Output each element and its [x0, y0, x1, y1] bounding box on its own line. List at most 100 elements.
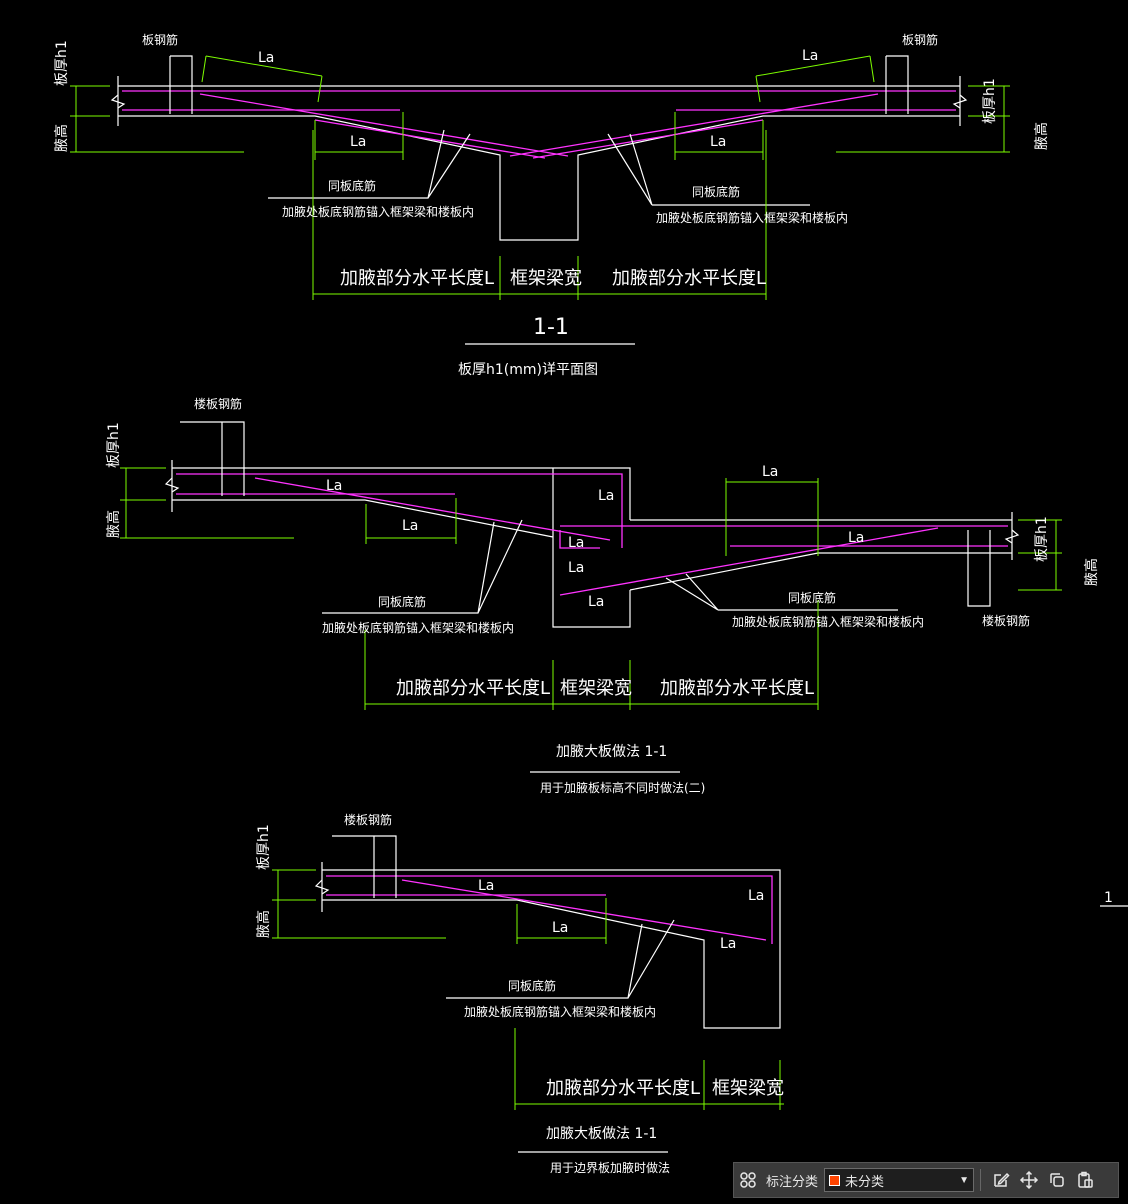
section-2-diagonal-left: [254, 477, 611, 541]
section-3-hook: [332, 835, 397, 898]
section-2-yegao-left: 腋高: [105, 510, 122, 538]
section-2-la-beam-1: La: [598, 488, 614, 504]
section-2-concrete-right: [629, 512, 1013, 591]
section-2-jiaye-right: 加腋部分水平长度L: [660, 678, 814, 699]
section-1-tong-bandijin-right: 同板底筋: [692, 184, 740, 199]
section-3-liangkuan: 框架梁宽: [712, 1078, 784, 1099]
section-1-la-dim-top-right: [755, 55, 875, 103]
section-2-break-right: [1004, 529, 1020, 544]
section-2-concrete-left: [171, 460, 631, 628]
section-2-height-dim-right: [1018, 519, 1062, 591]
section-1: 板钢筋 板钢筋 La La La La 板厚h1 腋高 板厚h1 腋高 同板底筋…: [53, 32, 1050, 378]
section-2-leader-right: [665, 573, 898, 611]
section-2: 楼板钢筋 楼板钢筋 La La La La La La La La 板厚h1 腋…: [105, 396, 1100, 795]
section-2-la-dim-left: [365, 498, 457, 544]
section-2-label-louban-gangjin-left: 楼板钢筋: [194, 396, 242, 411]
section-3-top-rebar: [326, 875, 773, 944]
section-2-jiaye-left: 加腋部分水平长度L: [396, 678, 550, 699]
section-3-diagonal-rebar: [401, 879, 767, 941]
section-3-concrete: [321, 862, 781, 1029]
section-3-subtitle: 用于边界板加腋时做法: [550, 1160, 670, 1175]
section-1-subtitle: 板厚h1(mm)详平面图: [458, 362, 598, 378]
section-3-la-dim: [516, 898, 607, 944]
section-3-break-left: [314, 879, 330, 895]
section-1-haunch-rebar-right: [532, 119, 764, 159]
edge-mark-label: 1: [1104, 890, 1113, 906]
move-icon[interactable]: [1015, 1166, 1043, 1194]
section-3-leader: [446, 919, 675, 999]
section-2-la-bottom-left: La: [402, 518, 418, 534]
chevron-down-icon: ▼: [959, 1174, 970, 1186]
section-2-height-dim-left: [120, 467, 294, 539]
section-2-label-louban-gangjin-right: 楼板钢筋: [982, 613, 1030, 628]
section-1-la-dim-bottom-right: [674, 112, 764, 160]
section-3-bottom-dim: [514, 1028, 784, 1110]
section-2-title: 加腋大板做法 1-1: [556, 744, 667, 760]
section-1-break-right: [952, 94, 968, 109]
section-1-jiaye-left: 加腋部分水平长度L: [340, 268, 494, 289]
edit-icon[interactable]: [987, 1166, 1015, 1194]
section-2-yegao-right: 腋高: [1083, 558, 1100, 586]
section-2-maoru-left: 加腋处板底钢筋锚入框架梁和楼板内: [322, 620, 514, 635]
section-3-height-dim: [272, 869, 446, 939]
section-3-yegao: 腋高: [255, 910, 272, 938]
section-3-label-louban-gangjin: 楼板钢筋: [344, 812, 392, 827]
section-1-concrete-outline: [117, 76, 961, 241]
section-2-la-beam-4: La: [588, 594, 604, 610]
section-2-la-diag-left: La: [326, 478, 342, 494]
section-1-la-dim-top-left: [201, 55, 323, 103]
section-1-title: 1-1: [533, 315, 569, 340]
section-3-jiaye: 加腋部分水平长度L: [546, 1078, 700, 1099]
annotation-toolbar: 标注分类 未分类 ▼: [733, 1162, 1119, 1198]
section-1-break-left: [110, 94, 126, 109]
section-1-haunch-rebar-left: [314, 119, 546, 159]
category-color-swatch: [829, 1174, 841, 1186]
section-2-break-left: [164, 477, 180, 493]
section-1-yegao-left: 腋高: [53, 124, 70, 152]
section-2-banhou-left: 板厚h1: [106, 422, 122, 468]
section-3-tong-bandijin: 同板底筋: [508, 978, 556, 993]
section-1-hook-right: [885, 55, 909, 114]
section-2-maoru-right: 加腋处板底钢筋锚入框架梁和楼板内: [732, 614, 924, 629]
section-2-la-beam-3: La: [568, 560, 584, 576]
paste-icon[interactable]: [1071, 1166, 1099, 1194]
section-2-hook-right: [967, 530, 991, 607]
section-1-la-top-left: La: [258, 50, 274, 66]
section-2-la-beam-2: La: [568, 535, 584, 551]
section-2-beam-rebar: [559, 530, 600, 549]
section-1-maoru-left: 加腋处板底钢筋锚入框架梁和楼板内: [282, 204, 474, 219]
annotation-category-select[interactable]: 未分类 ▼: [824, 1168, 975, 1192]
section-2-top-rebar-left: [176, 473, 623, 548]
section-2-la-diag-right: La: [848, 530, 864, 546]
section-3: 楼板钢筋 La La La La 板厚h1 腋高 同板底筋 加腋处板底钢筋锚入框…: [255, 812, 784, 1175]
section-3-la-diag: La: [478, 878, 494, 894]
section-2-diagonal-right: [559, 527, 939, 596]
section-2-la-top-right: La: [762, 464, 778, 480]
section-2-bottom-dim: [364, 600, 819, 710]
copy-icon[interactable]: [1043, 1166, 1071, 1194]
section-1-la-bottom-left: La: [350, 134, 366, 150]
section-2-tong-bandijin-left: 同板底筋: [378, 594, 426, 609]
section-1-la-dim-bottom-left: [314, 112, 404, 160]
section-1-leader-right: [607, 133, 810, 206]
section-1-la-top-right: La: [802, 48, 818, 64]
section-1-height-dim-right: [836, 85, 1010, 153]
section-2-tong-bandijin-right: 同板底筋: [788, 590, 836, 605]
grid-view-icon[interactable]: [734, 1166, 762, 1194]
toolbar-divider: [980, 1169, 982, 1191]
section-2-leader-left: [322, 519, 523, 614]
section-3-la-beam-1: La: [748, 888, 764, 904]
section-2-subtitle: 用于加腋板标高不同时做法(二): [540, 780, 705, 795]
section-3-title: 加腋大板做法 1-1: [546, 1126, 657, 1142]
section-1-maoru-right: 加腋处板底钢筋锚入框架梁和楼板内: [656, 210, 848, 225]
section-3-la-beam-2: La: [720, 936, 736, 952]
section-1-diagonal-rebar-2: [509, 93, 879, 157]
section-3-maoru: 加腋处板底钢筋锚入框架梁和楼板内: [464, 1004, 656, 1019]
category-selected-value: 未分类: [845, 1173, 885, 1189]
section-1-jiaye-right: 加腋部分水平长度L: [612, 268, 766, 289]
section-1-liangkuan: 框架梁宽: [510, 268, 582, 289]
section-3-banhou: 板厚h1: [256, 824, 272, 870]
section-1-bottom-dim: [312, 130, 767, 300]
section-2-liangkuan: 框架梁宽: [560, 678, 632, 699]
